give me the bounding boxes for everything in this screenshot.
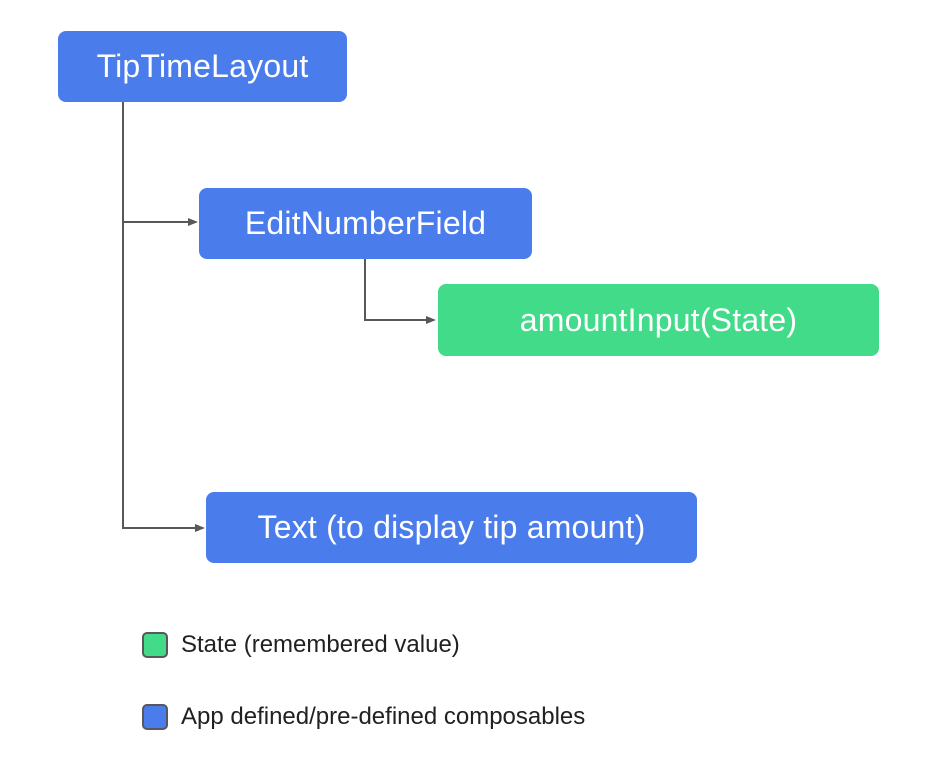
node-text-display-tip-amount-label: Text (to display tip amount) xyxy=(257,509,646,545)
node-editnumberfield-label: EditNumberField xyxy=(244,205,487,241)
state-color-swatch xyxy=(142,632,168,658)
node-amountinput-state: amountInput(State) xyxy=(438,284,879,356)
node-tiptimelayout: TipTimeLayout xyxy=(58,31,347,102)
connector-tiptimelayout-to-text xyxy=(122,102,205,532)
node-editnumberfield: EditNumberField xyxy=(199,188,532,259)
node-tiptimelayout-label: TipTimeLayout xyxy=(96,48,309,84)
connector-editnumberfield-to-amountinput xyxy=(364,259,436,324)
node-amountinput-state-label: amountInput(State) xyxy=(519,301,798,338)
composable-color-swatch xyxy=(142,704,168,730)
legend-item-state: State (remembered value) xyxy=(142,632,460,658)
legend-label-composables: App defined/pre-defined composables xyxy=(181,703,586,730)
legend-label-state: State (remembered value) xyxy=(181,631,460,658)
node-text-display-tip-amount: Text (to display tip amount) xyxy=(206,492,697,563)
legend-item-composables: App defined/pre-defined composables xyxy=(142,704,585,730)
